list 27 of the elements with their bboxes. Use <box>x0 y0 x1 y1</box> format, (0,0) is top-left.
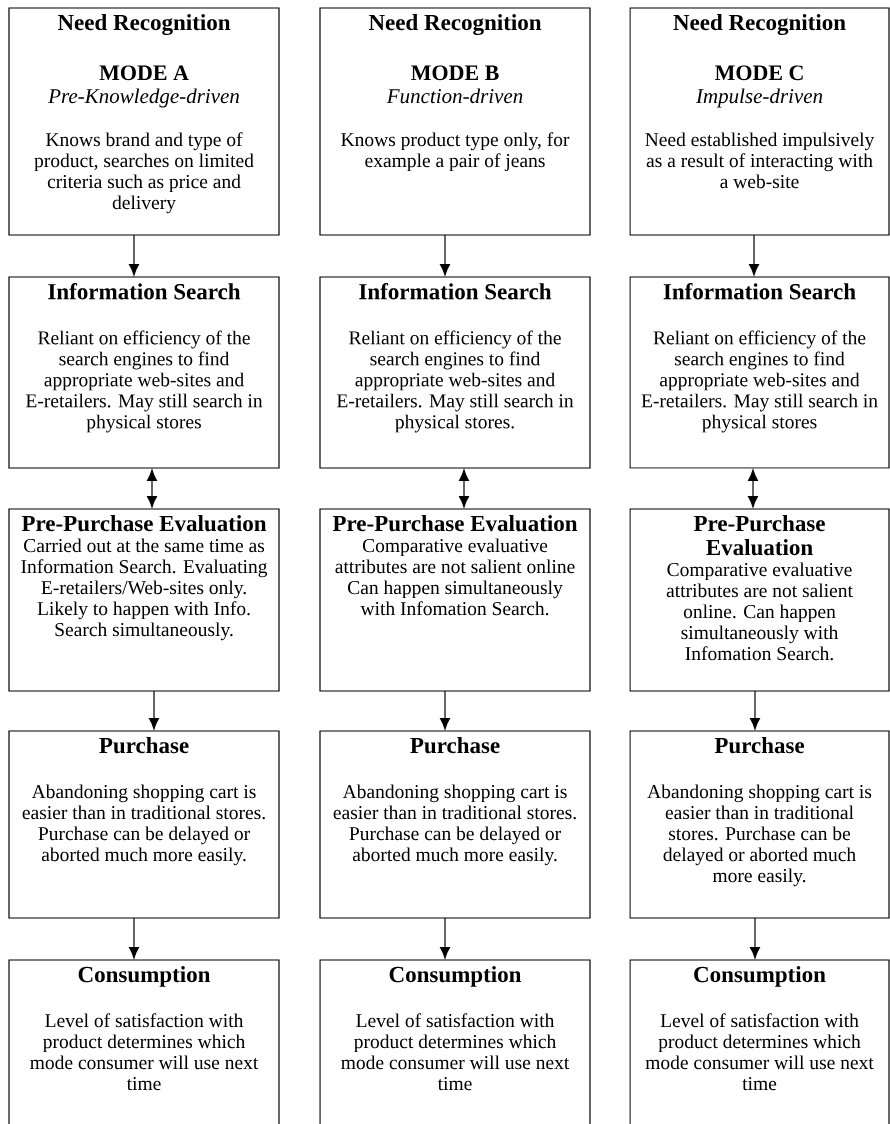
stage-box: Pre-Purchase Evaluation Comparative evaluative attributes are not salient online Can happen simultaneously with Infomation Search. <box>319 508 591 692</box>
stage-box: Information Search Reliant on efficiency of the search engines to find appropriate web-sites and E-retailers. May still search in physical stores <box>8 276 280 469</box>
stage-box: Need Recognition MODE B Function-driven Knows product type only, for example a pair of jeans <box>319 7 591 236</box>
stage-box: Pre-Purchase Evaluation Comparative evaluative attributes are not salient online. Can happen simultaneously with Infomation Search. <box>629 508 890 692</box>
stage-box: Information Search Reliant on efficiency of the search engines to find appropriate web-sites and E-retailers. May still search in physical stores <box>629 276 890 469</box>
stage-box: Consumption Level of satisfaction with product determines which mode consumer will use next time <box>319 959 591 1124</box>
arrow <box>749 234 759 276</box>
stage-box: Need Recognition MODE C Impulse-driven Need established impulsively as a result of interacting with a web-site <box>629 7 890 236</box>
arrow <box>748 469 758 508</box>
arrow <box>440 690 450 730</box>
stage-box: Need Recognition MODE A Pre-Knowledge-driven Knows brand and type of product, searches on limited criteria such as price and delivery <box>8 7 280 236</box>
arrow <box>750 917 760 959</box>
arrow <box>147 469 157 508</box>
arrow <box>129 234 139 276</box>
arrow <box>129 917 139 959</box>
stage-box: Information Search Reliant on efficiency of the search engines to find appropriate web-sites and E-retailers. May still search in physical stores. <box>319 276 591 469</box>
stage-box: Consumption Level of satisfaction with product determines which mode consumer will use next time <box>8 959 280 1124</box>
stage-box: Consumption Level of satisfaction with product determines which mode consumer will use next time <box>629 959 890 1124</box>
arrow <box>459 469 469 508</box>
arrow <box>440 917 450 959</box>
stage-box: Pre-Purchase Evaluation Carried out at the same time as Information Search. Evaluating E-retailers/Web-sites only. Likely to happen with Info. Search simultaneously. <box>8 508 280 692</box>
stage-box: Purchase Abandoning shopping cart is easier than in traditional stores. Purchase can be delayed or aborted much more easily. <box>8 730 280 919</box>
stage-box: Purchase Abandoning shopping cart is easier than in traditional stores. Purchase can be delayed or aborted much more easily. <box>629 730 890 919</box>
stage-box: Purchase Abandoning shopping cart is easier than in traditional stores. Purchase can be delayed or aborted much more easily. <box>319 730 591 919</box>
arrow <box>149 690 159 730</box>
arrow <box>440 234 450 276</box>
arrow <box>750 690 760 730</box>
